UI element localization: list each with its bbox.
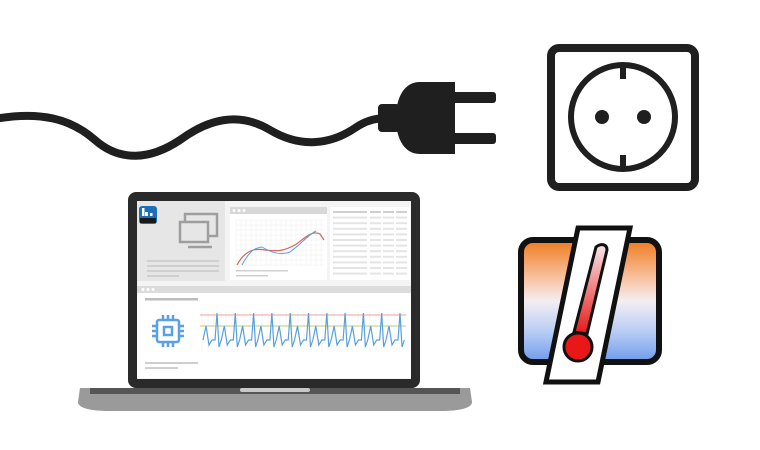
window-dot bbox=[151, 288, 155, 291]
table-cell bbox=[333, 255, 367, 258]
table-cell bbox=[370, 227, 381, 230]
power-cable bbox=[0, 111, 396, 160]
socket-ring bbox=[568, 62, 678, 172]
text-line bbox=[145, 362, 198, 364]
table-cell bbox=[370, 239, 381, 241]
table-cell bbox=[370, 255, 381, 258]
table-cell bbox=[333, 216, 367, 219]
table-cell bbox=[396, 239, 407, 241]
thermometer-bulb bbox=[562, 331, 594, 363]
table-cell bbox=[383, 255, 394, 258]
text-line bbox=[236, 275, 268, 277]
table-cell bbox=[396, 272, 407, 275]
wall-socket bbox=[547, 44, 699, 191]
thermometer-icon bbox=[518, 225, 662, 385]
table-cell bbox=[370, 272, 381, 275]
window-dot bbox=[237, 209, 241, 212]
table-cell bbox=[333, 250, 367, 253]
plug-body bbox=[396, 82, 455, 154]
chart-series-blue bbox=[241, 230, 317, 266]
table-cell bbox=[383, 222, 394, 225]
table-cell bbox=[396, 261, 407, 264]
table-cell bbox=[396, 211, 407, 213]
table-cell bbox=[396, 255, 407, 258]
laptop bbox=[78, 192, 472, 411]
table-cell bbox=[333, 239, 367, 241]
table-cell bbox=[333, 244, 367, 247]
socket-hole-right bbox=[637, 110, 651, 124]
chart-panel bbox=[230, 207, 327, 280]
table-cell bbox=[370, 216, 381, 219]
table-cell bbox=[333, 227, 367, 230]
table-cell bbox=[383, 216, 394, 219]
window-dot bbox=[242, 209, 246, 212]
thermometer-tube bbox=[572, 243, 609, 336]
app-logo-icon bbox=[139, 206, 157, 224]
power-plug bbox=[378, 82, 496, 154]
table-cell bbox=[333, 211, 367, 213]
monitor-panel bbox=[137, 286, 411, 378]
table-cell bbox=[396, 227, 407, 230]
text-line bbox=[236, 270, 288, 272]
text-line bbox=[145, 367, 178, 369]
chart-grid bbox=[235, 219, 324, 266]
text-line bbox=[147, 270, 219, 272]
table-cell bbox=[370, 211, 381, 213]
table-cell bbox=[383, 211, 394, 213]
table-cell bbox=[383, 250, 394, 253]
table-cell bbox=[370, 261, 381, 264]
plug-neck bbox=[378, 104, 400, 132]
table-cell bbox=[370, 250, 381, 253]
table-cell bbox=[383, 227, 394, 230]
table-cell bbox=[396, 216, 407, 219]
table-cell bbox=[396, 267, 407, 269]
table-cell bbox=[333, 261, 367, 264]
text-line bbox=[145, 298, 198, 301]
table-cell bbox=[333, 233, 367, 236]
table-cell bbox=[383, 272, 394, 275]
overview-panel bbox=[137, 201, 225, 281]
table-cell bbox=[396, 244, 407, 247]
window-dot bbox=[146, 288, 150, 291]
text-line bbox=[147, 265, 219, 267]
table-panel bbox=[330, 207, 410, 280]
table-cell bbox=[383, 267, 394, 269]
table-cell bbox=[370, 244, 381, 247]
plug-prong-bottom bbox=[452, 133, 496, 144]
table-cell bbox=[333, 267, 367, 269]
table-cell bbox=[333, 222, 367, 225]
socket-hole-left bbox=[595, 110, 609, 124]
table-cell bbox=[396, 250, 407, 253]
text-line bbox=[147, 275, 179, 277]
window-dot bbox=[232, 209, 236, 212]
table-cell bbox=[370, 267, 381, 269]
laptop-trackpad-notch bbox=[240, 388, 310, 392]
waveform-line bbox=[202, 312, 405, 348]
table-cell bbox=[383, 261, 394, 264]
table-cell bbox=[333, 272, 367, 275]
monitor-icon bbox=[178, 212, 219, 249]
window-dot bbox=[141, 288, 145, 291]
table-cell bbox=[370, 222, 381, 225]
table-cell bbox=[383, 239, 394, 241]
table-cell bbox=[383, 233, 394, 236]
table-cell bbox=[396, 233, 407, 236]
table-cell bbox=[396, 222, 407, 225]
text-line bbox=[147, 260, 219, 262]
plug-prong-top bbox=[452, 92, 496, 103]
monitor-panel-header bbox=[137, 286, 411, 293]
chart-panel-header bbox=[230, 207, 327, 214]
cpu-chip-icon bbox=[152, 315, 184, 347]
table-cell bbox=[370, 233, 381, 236]
table-cell bbox=[383, 244, 394, 247]
